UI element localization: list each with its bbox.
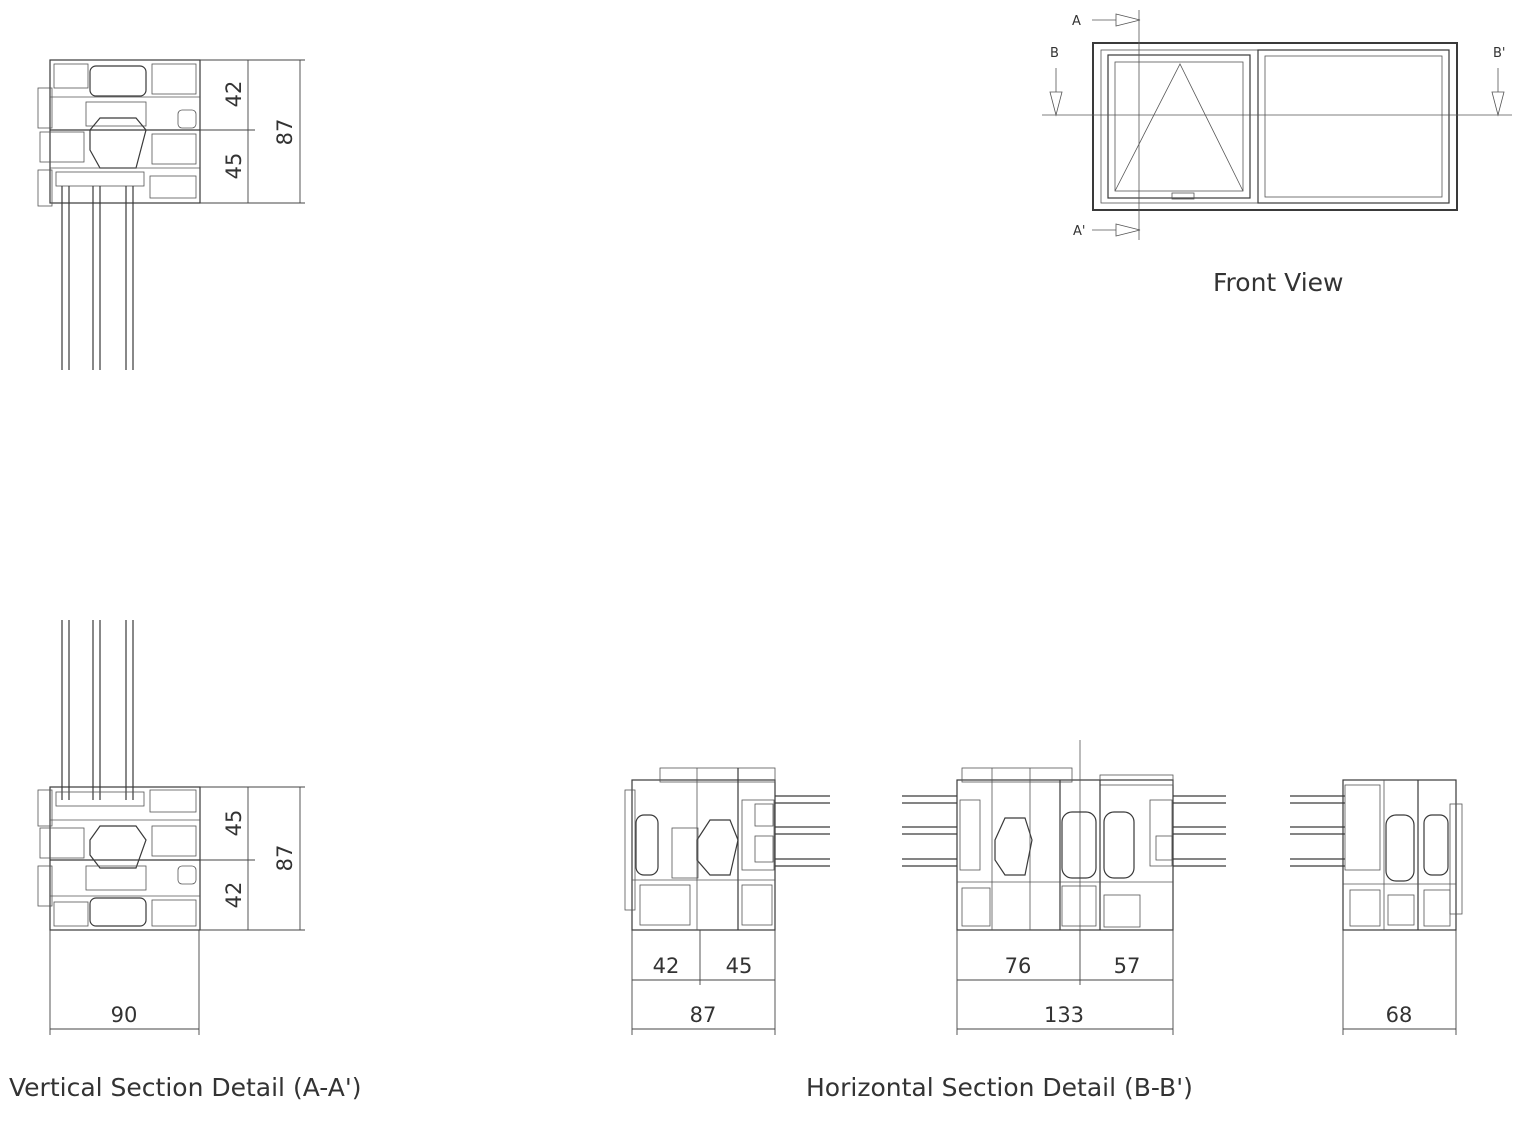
- dim-vertical-bottom-upper: 45: [222, 810, 246, 837]
- caption-vertical-section: Vertical Section Detail (A-A'): [9, 1073, 362, 1102]
- horizontal-left-dimensions: 42 45 87: [631, 930, 776, 1035]
- vertical-section-bottom-profile: [37, 620, 201, 931]
- horizontal-section-middle-profile: [902, 740, 1226, 931]
- vertical-bottom-dimensions: 45 42 87 90: [49, 786, 305, 1035]
- dim-vertical-bottom-lower: 42: [222, 882, 246, 909]
- dim-vertical-bottom-width: 90: [111, 1003, 138, 1027]
- front-view: A A' B B': [1042, 10, 1512, 240]
- horizontal-middle-dimensions: 76 57 133: [956, 930, 1174, 1035]
- section-mark-a: A: [1072, 14, 1081, 29]
- dim-horizontal-middle-part2: 57: [1114, 954, 1141, 978]
- dim-horizontal-right-total: 68: [1386, 1003, 1413, 1027]
- horizontal-section-right-profile: [1290, 779, 1463, 931]
- dim-vertical-top-lower: 45: [222, 153, 246, 180]
- caption-front-view: Front View: [1213, 268, 1344, 297]
- vertical-section-top-profile: [37, 59, 201, 370]
- dim-horizontal-middle-total: 133: [1044, 1003, 1084, 1027]
- dim-horizontal-left-part2: 45: [726, 954, 753, 978]
- vertical-top-dimensions: 42 45 87: [200, 59, 305, 204]
- dim-vertical-top-total: 87: [273, 119, 297, 146]
- section-mark-a-prime: A': [1073, 224, 1085, 239]
- horizontal-section-left-profile: [624, 767, 830, 931]
- dim-vertical-bottom-total: 87: [273, 845, 297, 872]
- dim-horizontal-left-part1: 42: [653, 954, 680, 978]
- horizontal-right-dimensions: 68: [1342, 930, 1457, 1035]
- section-mark-b: B: [1050, 46, 1059, 61]
- caption-horizontal-section: Horizontal Section Detail (B-B'): [806, 1073, 1193, 1102]
- dim-horizontal-left-total: 87: [690, 1003, 717, 1027]
- dim-vertical-top-upper: 42: [222, 81, 246, 108]
- section-mark-b-prime: B': [1493, 46, 1506, 61]
- dim-horizontal-middle-part1: 76: [1005, 954, 1032, 978]
